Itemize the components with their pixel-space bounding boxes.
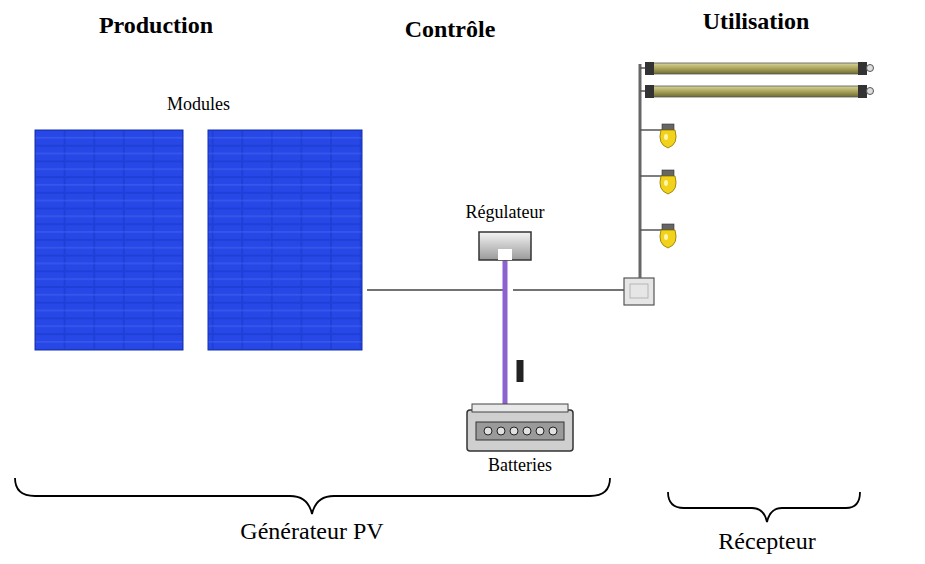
solar-panel [208,130,362,350]
brace [668,492,860,522]
node-label: Batteries [488,456,552,476]
regulator-body [478,231,532,261]
lamp-bulb [640,124,676,148]
wire [513,289,625,290]
solar-panel [35,130,183,350]
section-heading: Utilisation [703,8,810,34]
fluorescent-tube [640,85,874,98]
fluorescent-tube [640,62,874,75]
battery-cable [503,261,508,404]
power-wire [367,261,505,290]
section-heading: Contrôle [405,16,496,42]
group-label: Récepteur [718,528,815,554]
brace [15,478,610,514]
solar-module-group: Modules [30,95,367,353]
lamp-bulb [640,170,676,194]
battery-body [466,402,574,452]
node-label: Modules [167,95,230,115]
regulator-box: Régulateur [450,203,560,261]
wire [639,64,642,278]
cable-plug [517,360,524,382]
lamp-bulb [640,224,676,248]
group-label: Générateur PV [240,518,383,544]
battery-box: Batteries [455,402,585,476]
node-label: Régulateur [466,203,545,223]
junction-box-detail [630,284,648,298]
junction-box [624,278,654,305]
section-heading: Production [99,12,213,38]
